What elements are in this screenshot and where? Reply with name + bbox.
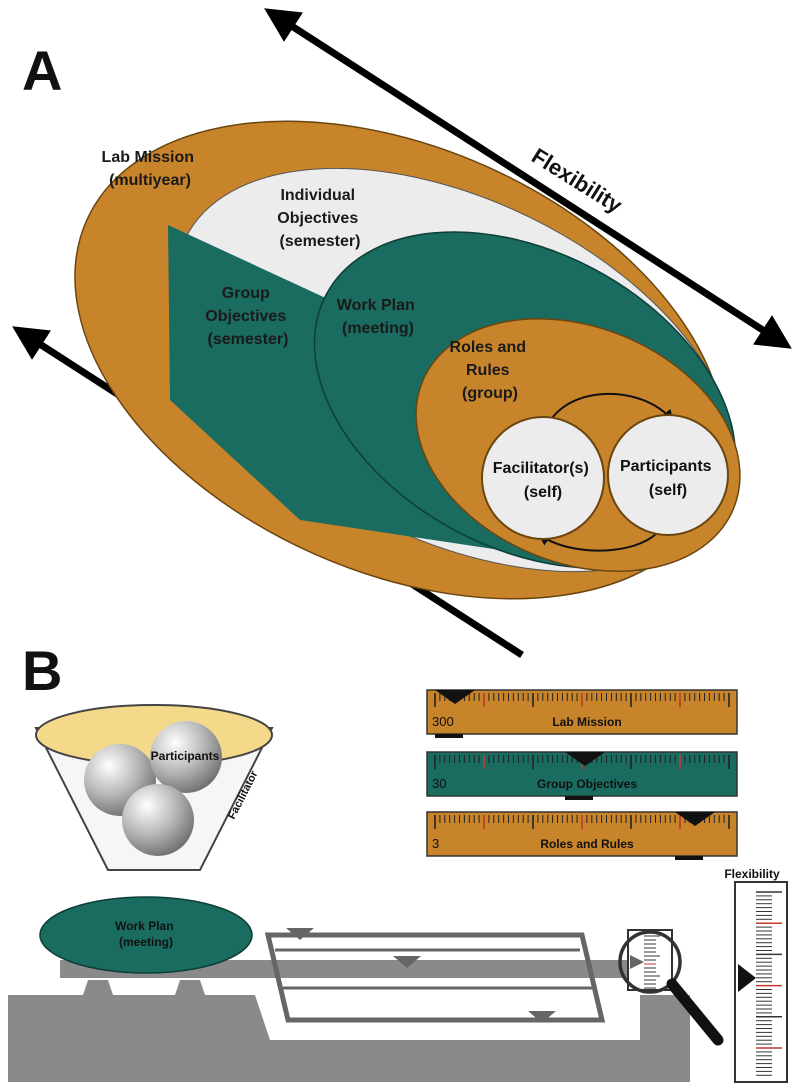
scale-foot-right	[175, 980, 205, 995]
magnifier-lens	[618, 930, 682, 994]
group-objectives-label: Group Objectives (semester)	[205, 285, 290, 348]
facilitators-label: Facilitator(s) (self)	[493, 460, 593, 501]
scale-rail-1	[264, 932, 606, 1023]
ruler-3: 3 Roles and Rules	[426, 811, 738, 860]
slider-weight-1	[286, 928, 314, 940]
ruler-2: 30 Group Objectives	[426, 751, 738, 800]
ruler-label: Group Objectives	[537, 777, 637, 791]
flexibility-gauge-ticks	[756, 891, 782, 1076]
lab-mission-label: Lab Mission (multiyear)	[102, 149, 199, 189]
work-plan-pan-label: Work Plan (meeting)	[115, 919, 177, 949]
participant-ball-2	[150, 721, 222, 793]
ruler-number: 30	[432, 776, 446, 791]
work-plan-label: Work Plan (meeting)	[337, 297, 419, 337]
participant-ball-3	[122, 784, 194, 856]
flexibility-arrow	[264, 8, 792, 349]
ruler-slider-mark	[675, 856, 703, 860]
flexibility-gauge-label: Flexibility	[724, 867, 780, 881]
ruler-slider-mark	[435, 734, 463, 738]
work-plan-pan	[39, 896, 253, 974]
scale-base	[8, 995, 690, 1082]
magnifier-ticks	[644, 935, 660, 989]
participants-circle	[607, 414, 729, 536]
ruler-label: Roles and Rules	[540, 837, 634, 851]
ruler-pointer	[675, 812, 715, 826]
flexibility-gauge-pointer	[738, 964, 756, 992]
panel-b-letter: B	[22, 639, 62, 702]
magnifier-pointer	[630, 955, 644, 969]
ruler-number: 300	[432, 714, 454, 729]
facilitator-circle	[481, 416, 605, 540]
slider-weight-2	[393, 956, 421, 968]
ruler-label: Lab Mission	[552, 715, 621, 729]
rulers-group: 300 Lab Mission 30 Group Objectives 3 Roles a…	[426, 689, 738, 860]
ruler-pointer	[565, 752, 605, 766]
individual-objectives-label: Individual Objectives (semester)	[277, 187, 362, 250]
magnifier-handle	[666, 978, 724, 1046]
funnel-participants-label: Participants	[151, 749, 220, 763]
slider-weight-3	[528, 1011, 556, 1023]
ruler-slider-mark	[565, 796, 593, 800]
panel-a-letter: A	[22, 39, 62, 102]
participants-label: Participants (self)	[620, 458, 716, 499]
ruler-number: 3	[432, 836, 439, 851]
ruler-1: 300 Lab Mission	[426, 689, 738, 738]
ruler-pointer	[435, 690, 475, 704]
scale-foot-left	[83, 980, 113, 995]
roles-rules-label: Roles and Rules (group)	[450, 339, 531, 402]
